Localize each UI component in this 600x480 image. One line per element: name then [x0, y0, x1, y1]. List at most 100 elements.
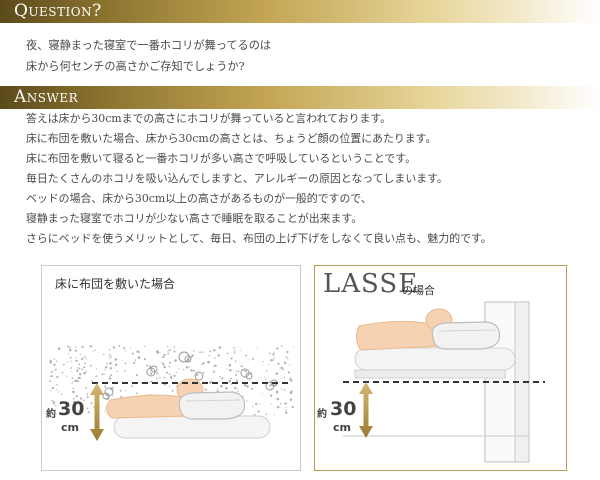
- question-header: Question?: [0, 0, 600, 23]
- dust-speck: [135, 392, 138, 395]
- answer-line: 答えは床から30cmまでの高さにホコリが舞っていると言われております。: [26, 112, 392, 125]
- dust-speck: [216, 388, 219, 390]
- dust-speck: [55, 368, 57, 371]
- dust-speck: [76, 367, 78, 369]
- dust-speck: [149, 372, 153, 375]
- dust-speck: [226, 368, 228, 370]
- dust-speck: [114, 363, 118, 366]
- dust-speck: [104, 411, 105, 413]
- dust-speck: [240, 365, 243, 368]
- futon-illustration: [49, 345, 295, 441]
- dust-speck: [130, 347, 132, 349]
- dust-speck: [268, 384, 271, 387]
- dust-speck: [268, 364, 270, 366]
- dust-speck: [79, 397, 83, 400]
- dust-speck: [163, 376, 166, 379]
- dust-speck: [246, 385, 249, 388]
- lasse-suffix: の場合: [402, 284, 435, 297]
- dust-speck: [83, 399, 85, 401]
- dust-speck: [112, 386, 115, 389]
- dust-speck: [124, 370, 126, 372]
- dust-speck: [159, 376, 161, 379]
- dust-speck: [112, 346, 116, 349]
- question-heading: Question?: [14, 1, 102, 21]
- answer-line: 寝静まった寝室でホコリが少ない高さで睡眠を取ることが出来ます。: [26, 212, 363, 225]
- dust-speck: [50, 375, 53, 377]
- dust-speck: [70, 367, 73, 369]
- dust-speck: [84, 386, 87, 389]
- dust-speck: [213, 349, 216, 352]
- dust-speck: [214, 357, 216, 359]
- dust-speck: [52, 402, 56, 405]
- dust-speck: [106, 393, 109, 396]
- bed-frame: [354, 369, 506, 379]
- dust-speck: [256, 347, 258, 349]
- pillow-seam: [438, 329, 496, 332]
- dust-speck: [212, 370, 216, 373]
- dust-speck: [168, 366, 170, 368]
- dust-speck: [72, 387, 74, 390]
- dust-speck: [276, 393, 278, 395]
- dust-speck: [109, 362, 112, 365]
- dust-speck: [74, 346, 77, 348]
- dust-speck: [104, 385, 107, 388]
- dust-speck: [280, 366, 283, 370]
- dust-speck: [235, 374, 238, 377]
- dust-speck: [77, 377, 79, 379]
- dust-speck: [87, 411, 90, 414]
- dust-speck: [56, 375, 59, 379]
- dust-speck: [124, 350, 126, 352]
- dust-speck: [110, 373, 113, 376]
- dust-speck: [162, 356, 165, 359]
- dust-speck: [95, 368, 97, 370]
- dust-speck: [86, 393, 89, 395]
- dust-speck: [170, 376, 173, 379]
- dust-speck: [79, 372, 82, 376]
- dust-speck: [77, 380, 80, 383]
- question-line: 夜、寝静まった寝室で一番ホコリが舞ってるのは: [26, 39, 272, 52]
- dust-speck: [89, 364, 92, 367]
- dust-speck: [243, 384, 247, 387]
- dust-speck: [75, 395, 78, 398]
- dust-speck: [234, 360, 237, 362]
- dust-speck: [289, 364, 291, 366]
- bed-mattress: [354, 347, 516, 371]
- dust-speck: [81, 409, 84, 411]
- dust-speck: [61, 371, 64, 374]
- dust-speck: [101, 373, 104, 376]
- dust-speck: [188, 366, 190, 368]
- answer-line: さらにベッドを使うメリットとして、毎日、布団の上げ下げをしなくて良い点も、魅力的…: [26, 232, 492, 245]
- dust-speck: [291, 406, 294, 409]
- dust-speck: [225, 387, 228, 390]
- dust-speck: [75, 359, 78, 362]
- dust-speck: [63, 363, 65, 366]
- dust-speck: [270, 358, 273, 362]
- dust-speck: [91, 380, 93, 383]
- dust-speck: [60, 412, 64, 415]
- answer-line: ベッドの場合、床から30cm以上の高さがあるものが一般的ですので、: [26, 192, 372, 205]
- dust-speck: [254, 413, 256, 416]
- dust-speck: [108, 357, 110, 359]
- dust-speck: [230, 357, 233, 360]
- dust-speck: [173, 350, 176, 353]
- dust-speck: [72, 390, 75, 394]
- dust-speck: [276, 397, 280, 401]
- dust-speck: [289, 391, 292, 394]
- height-value: 30: [330, 398, 357, 420]
- dust-speck: [81, 357, 84, 361]
- dust-speck: [289, 398, 293, 401]
- dust-speck: [82, 357, 84, 359]
- dust-speck: [185, 366, 189, 369]
- pillow-seam: [185, 399, 241, 402]
- dust-speck: [49, 375, 52, 377]
- dust-speck: [192, 350, 195, 352]
- dust-speck: [285, 411, 288, 414]
- dust-speck: [229, 377, 232, 380]
- dust-speck: [69, 346, 71, 349]
- dust-speck: [95, 375, 98, 378]
- dust-speck: [166, 371, 168, 374]
- dust-speck: [66, 375, 68, 377]
- dust-speck: [49, 415, 52, 418]
- dust-speck: [268, 352, 271, 355]
- dust-speck: [54, 369, 56, 372]
